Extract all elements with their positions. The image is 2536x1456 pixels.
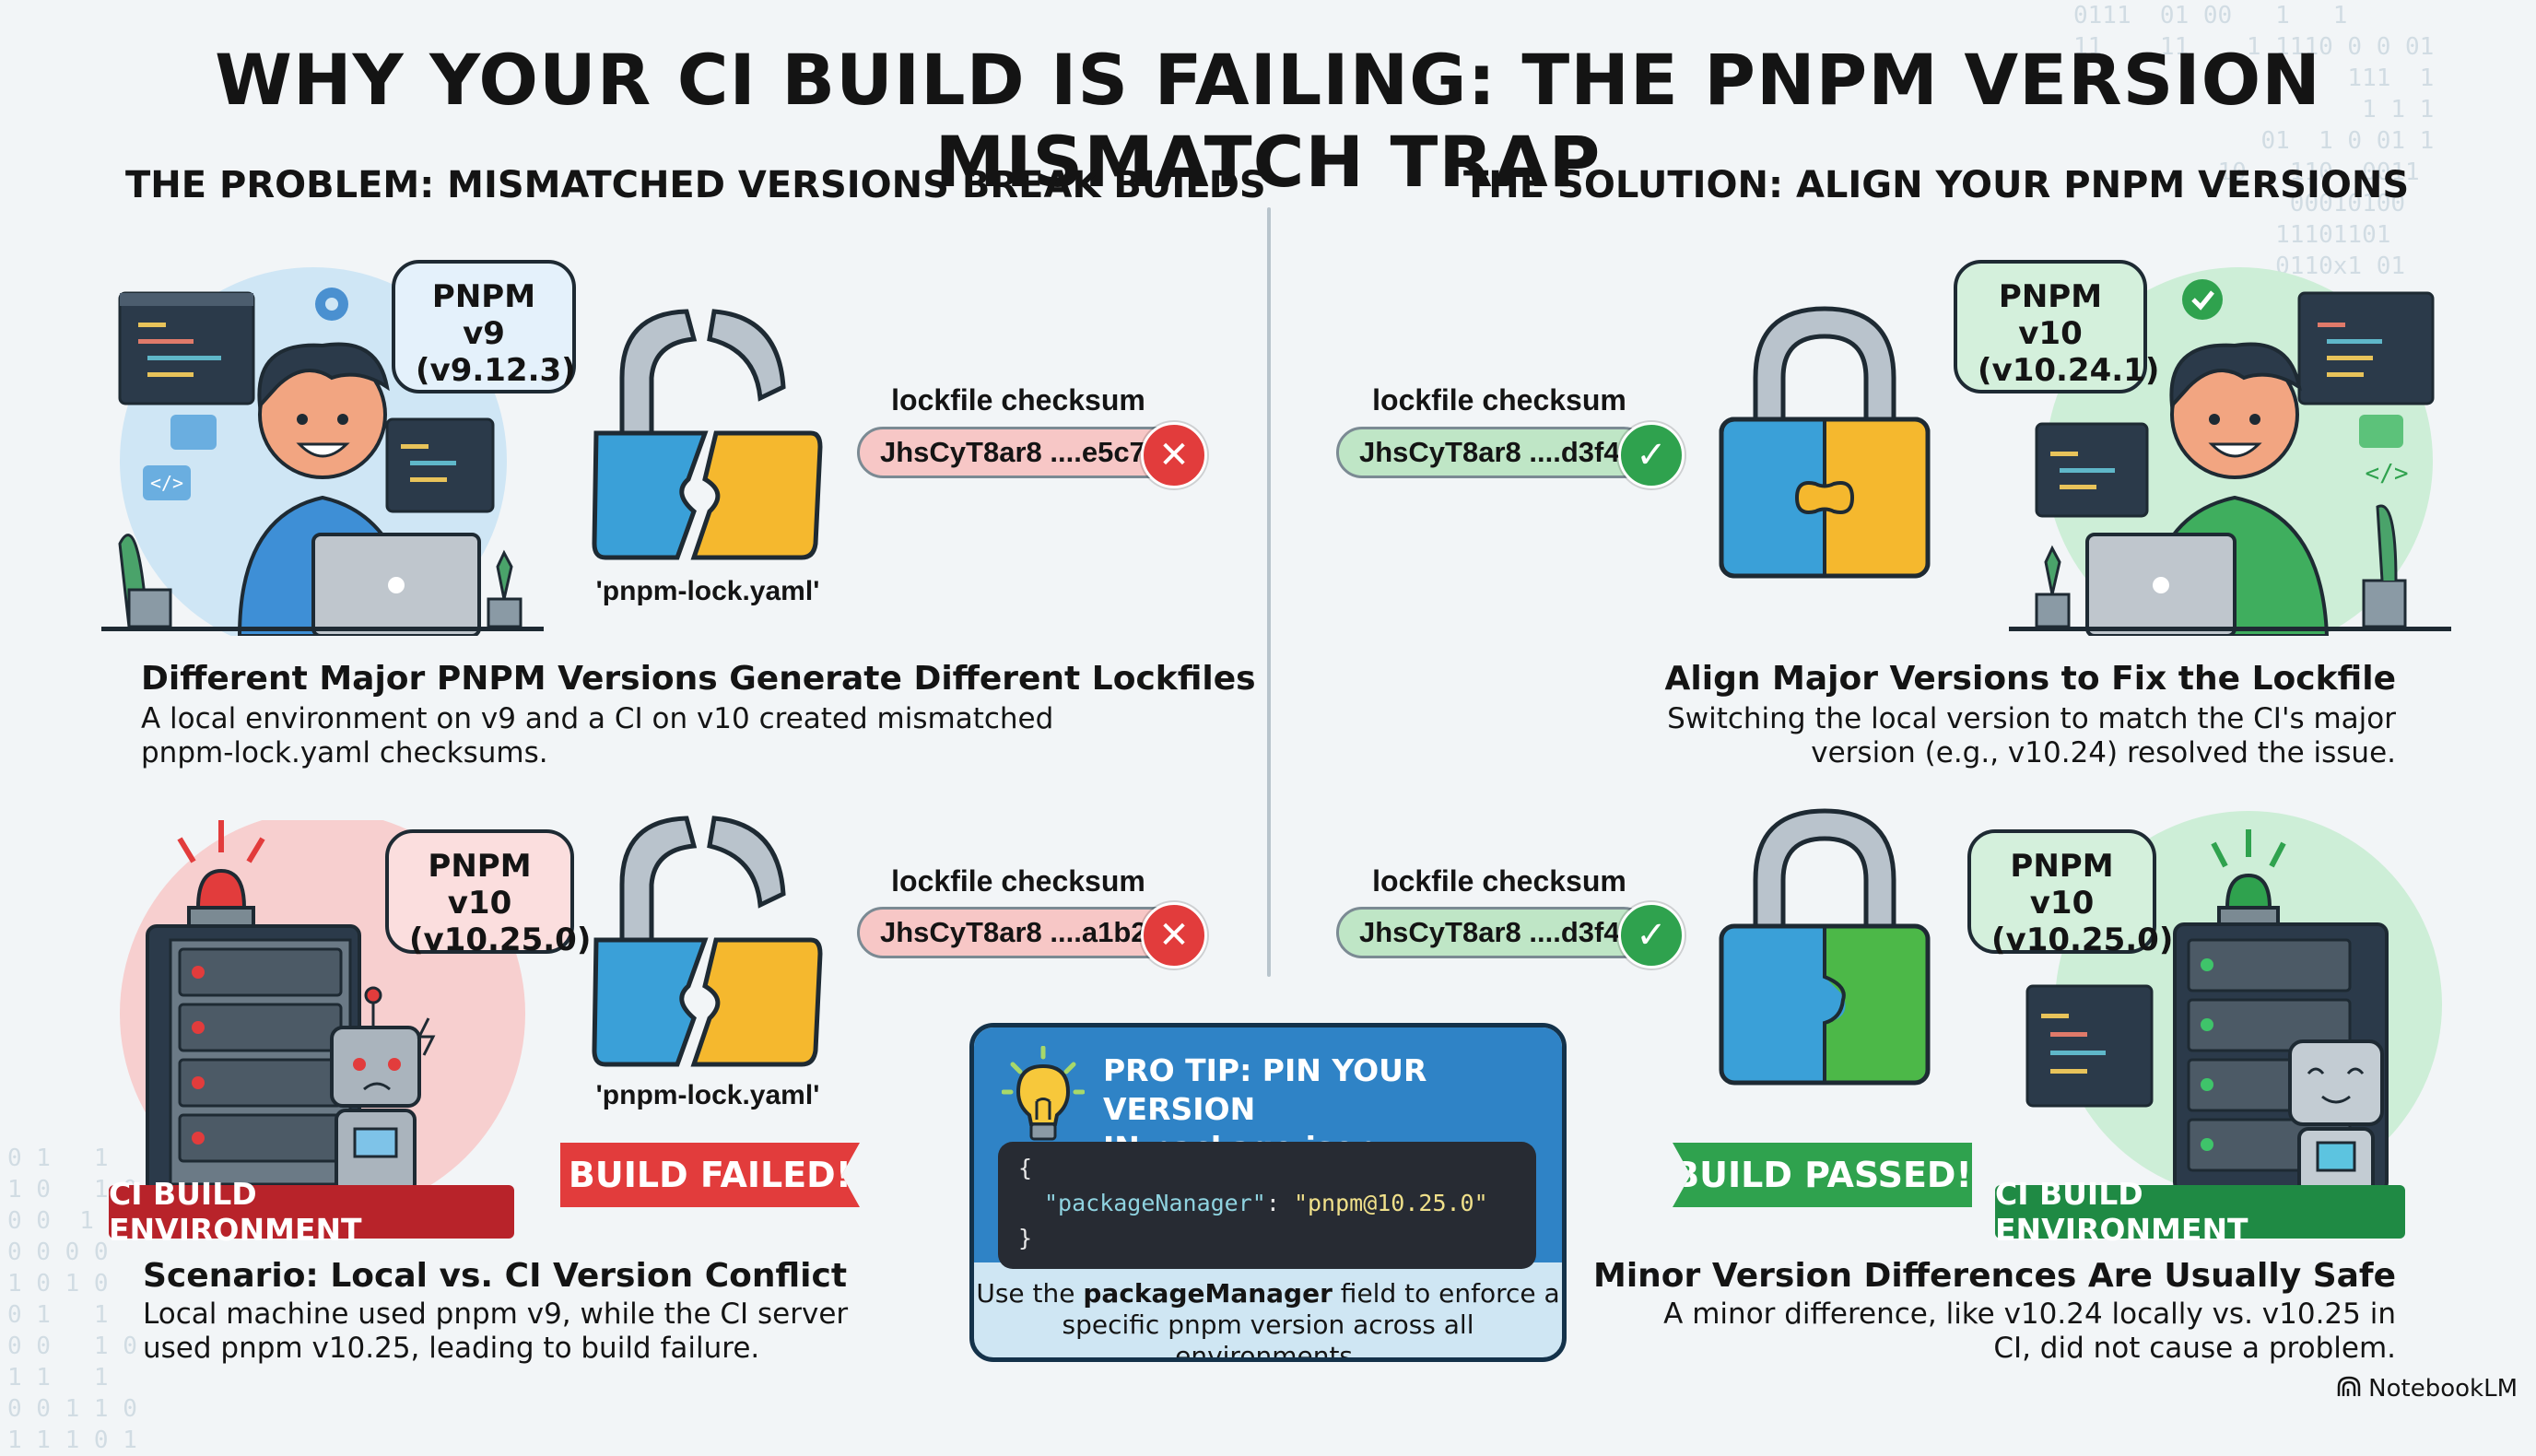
checksum-label: lockfile checksum (1372, 864, 1626, 898)
pnpm-v10-ci-speech-bubble: PNPM v10 (v10.25.0) (385, 829, 591, 958)
brand-label: NotebookLM (2368, 1375, 2518, 1403)
bubble-version-major: PNPM v9 (431, 278, 536, 352)
ci-environment-banner: CI BUILD ENVIRONMENT (109, 1176, 514, 1248)
code-brace: { (1018, 1155, 1033, 1181)
checksum-value-match: JhsCyT8ar8 ....d3f4 (1336, 907, 1650, 958)
x-icon: ✕ (1141, 422, 1207, 488)
bubble-version-full: (v10.25.0) (409, 922, 592, 958)
locked-padlock-puzzle-icon (1714, 802, 1935, 1087)
problem-local-body: A local environment on v9 and a CI on v1… (141, 702, 1053, 770)
check-icon: ✓ (1618, 902, 1685, 969)
desc-text: Use the (976, 1278, 1084, 1309)
check-icon: ✓ (1618, 422, 1685, 488)
solution-local-heading: Align Major Versions to Fix the Lockfile (1664, 660, 2396, 698)
checksum-value-mismatch: JhsCyT8ar8 ....a1b2 (857, 907, 1180, 958)
body-line: A minor difference, like v10.24 locally … (1663, 1297, 2396, 1331)
pro-tip-description: Use the packageManager field to enforce … (974, 1278, 1562, 1362)
ci-environment-banner: CI BUILD ENVIRONMENT (1995, 1176, 2405, 1248)
package-json-code-block: { "packageNanager": "pnpm@10.25.0" } (998, 1142, 1536, 1269)
bubble-version-full: (v10.24.1) (1978, 352, 2160, 389)
section-divider (1267, 207, 1271, 977)
code-separator: : (1265, 1190, 1294, 1216)
broken-lock-icon (585, 295, 825, 571)
body-line: CI, did not cause a problem. (1993, 1332, 2396, 1365)
checksum-text: JhsCyT8ar8 ....a1b2 (880, 916, 1147, 948)
checksum-text: JhsCyT8ar8 ....d3f4 (1359, 436, 1620, 468)
desc-line: specific pnpm version across all environ… (1062, 1309, 1474, 1362)
broken-lock-icon (585, 802, 825, 1078)
problem-ci-body: Local machine used pnpm v9, while the CI… (143, 1297, 848, 1366)
lightbulb-icon (1001, 1045, 1086, 1152)
problem-section-title: THE PROBLEM: MISMATCHED VERSIONS BREAK B… (125, 164, 1266, 206)
pro-tip-title-line: PRO TIP: PIN YOUR VERSION (1103, 1052, 1427, 1127)
notebooklm-branding: NotebookLM (2337, 1375, 2518, 1403)
checksum-value-match: JhsCyT8ar8 ....d3f4 (1336, 427, 1650, 478)
svg-text:</>: </> (150, 472, 183, 494)
pnpm-v9-speech-bubble: PNPM v9 (v9.12.3) (392, 260, 576, 393)
bubble-version-full: (v10.25.0) (1991, 922, 2174, 958)
body-line: version (e.g., v10.24) resolved the issu… (1811, 736, 2396, 769)
code-line: "packageNanager": "pnpm@10.25.0" (1018, 1186, 1516, 1221)
pnpm-v10-local-speech-bubble: PNPM v10 (v10.24.1) (1954, 260, 2160, 393)
lockfile-name-label: 'pnpm-lock.yaml' (595, 1080, 820, 1110)
checksum-value-mismatch: JhsCyT8ar8 ....e5c7 (857, 427, 1180, 478)
problem-ci-heading: Scenario: Local vs. CI Version Conflict (143, 1257, 848, 1295)
checksum-label: lockfile checksum (891, 383, 1145, 417)
body-line: A local environment on v9 and a CI on v1… (141, 702, 1054, 735)
code-brace: } (1018, 1225, 1033, 1251)
body-line: Switching the local version to match the… (1667, 702, 2396, 735)
checksum-label: lockfile checksum (891, 864, 1145, 898)
problem-local-heading: Different Major PNPM Versions Generate D… (141, 660, 1256, 698)
svg-text:</>: </> (2366, 460, 2409, 487)
pnpm-v10-ci-speech-bubble: PNPM v10 (v10.25.0) (1967, 829, 2173, 958)
bubble-version-major: PNPM v10 (428, 848, 532, 922)
page-title: WHY YOUR CI BUILD IS FAILING: THE PNPM V… (215, 39, 2321, 203)
solution-local-body: Switching the local version to match the… (1667, 702, 2396, 770)
build-failed-ribbon: BUILD FAILED! (560, 1143, 860, 1207)
binary-pattern-decoration: 0111 01 00 1 1 11 11 1 1110 0 0 01 111 1… (2073, 2, 2435, 280)
developer-v9-illustration: </> (101, 230, 544, 654)
code-key: "packageNanager" (1044, 1190, 1266, 1216)
solution-section-title: THE SOLUTION: ALIGN YOUR PNPM VERSIONS (1463, 164, 2410, 206)
checksum-label: lockfile checksum (1372, 383, 1626, 417)
code-value: "pnpm@10.25.0" (1293, 1190, 1488, 1216)
body-line: pnpm-lock.yaml checksums. (141, 736, 548, 769)
checksum-text: JhsCyT8ar8 ....e5c7 (880, 436, 1145, 468)
build-passed-ribbon: BUILD PASSED! (1673, 1143, 1972, 1207)
desc-emphasis: packageManager (1083, 1278, 1333, 1309)
notebooklm-logo-icon (2337, 1375, 2361, 1403)
desc-line: Use the packageManager field to enforce … (974, 1278, 1562, 1309)
solution-ci-heading: Minor Version Differences Are Usually Sa… (1593, 1257, 2396, 1295)
x-icon: ✕ (1141, 902, 1207, 969)
locked-padlock-icon (1714, 304, 1935, 581)
pro-tip-card: PRO TIP: PIN YOUR VERSION IN package.jso… (969, 1023, 1567, 1362)
desc-text: field to enforce a (1332, 1278, 1560, 1309)
bubble-version-full: (v9.12.3) (416, 352, 576, 389)
body-line: Local machine used pnpm v9, while the CI… (143, 1297, 849, 1331)
solution-ci-body: A minor difference, like v10.24 locally … (1663, 1297, 2396, 1366)
body-line: used pnpm v10.25, leading to build failu… (143, 1332, 760, 1365)
checksum-text: JhsCyT8ar8 ....d3f4 (1359, 916, 1620, 948)
bubble-version-major: PNPM v10 (1998, 278, 2103, 352)
bubble-version-major: PNPM v10 (2010, 848, 2114, 922)
lockfile-name-label: 'pnpm-lock.yaml' (595, 576, 820, 606)
